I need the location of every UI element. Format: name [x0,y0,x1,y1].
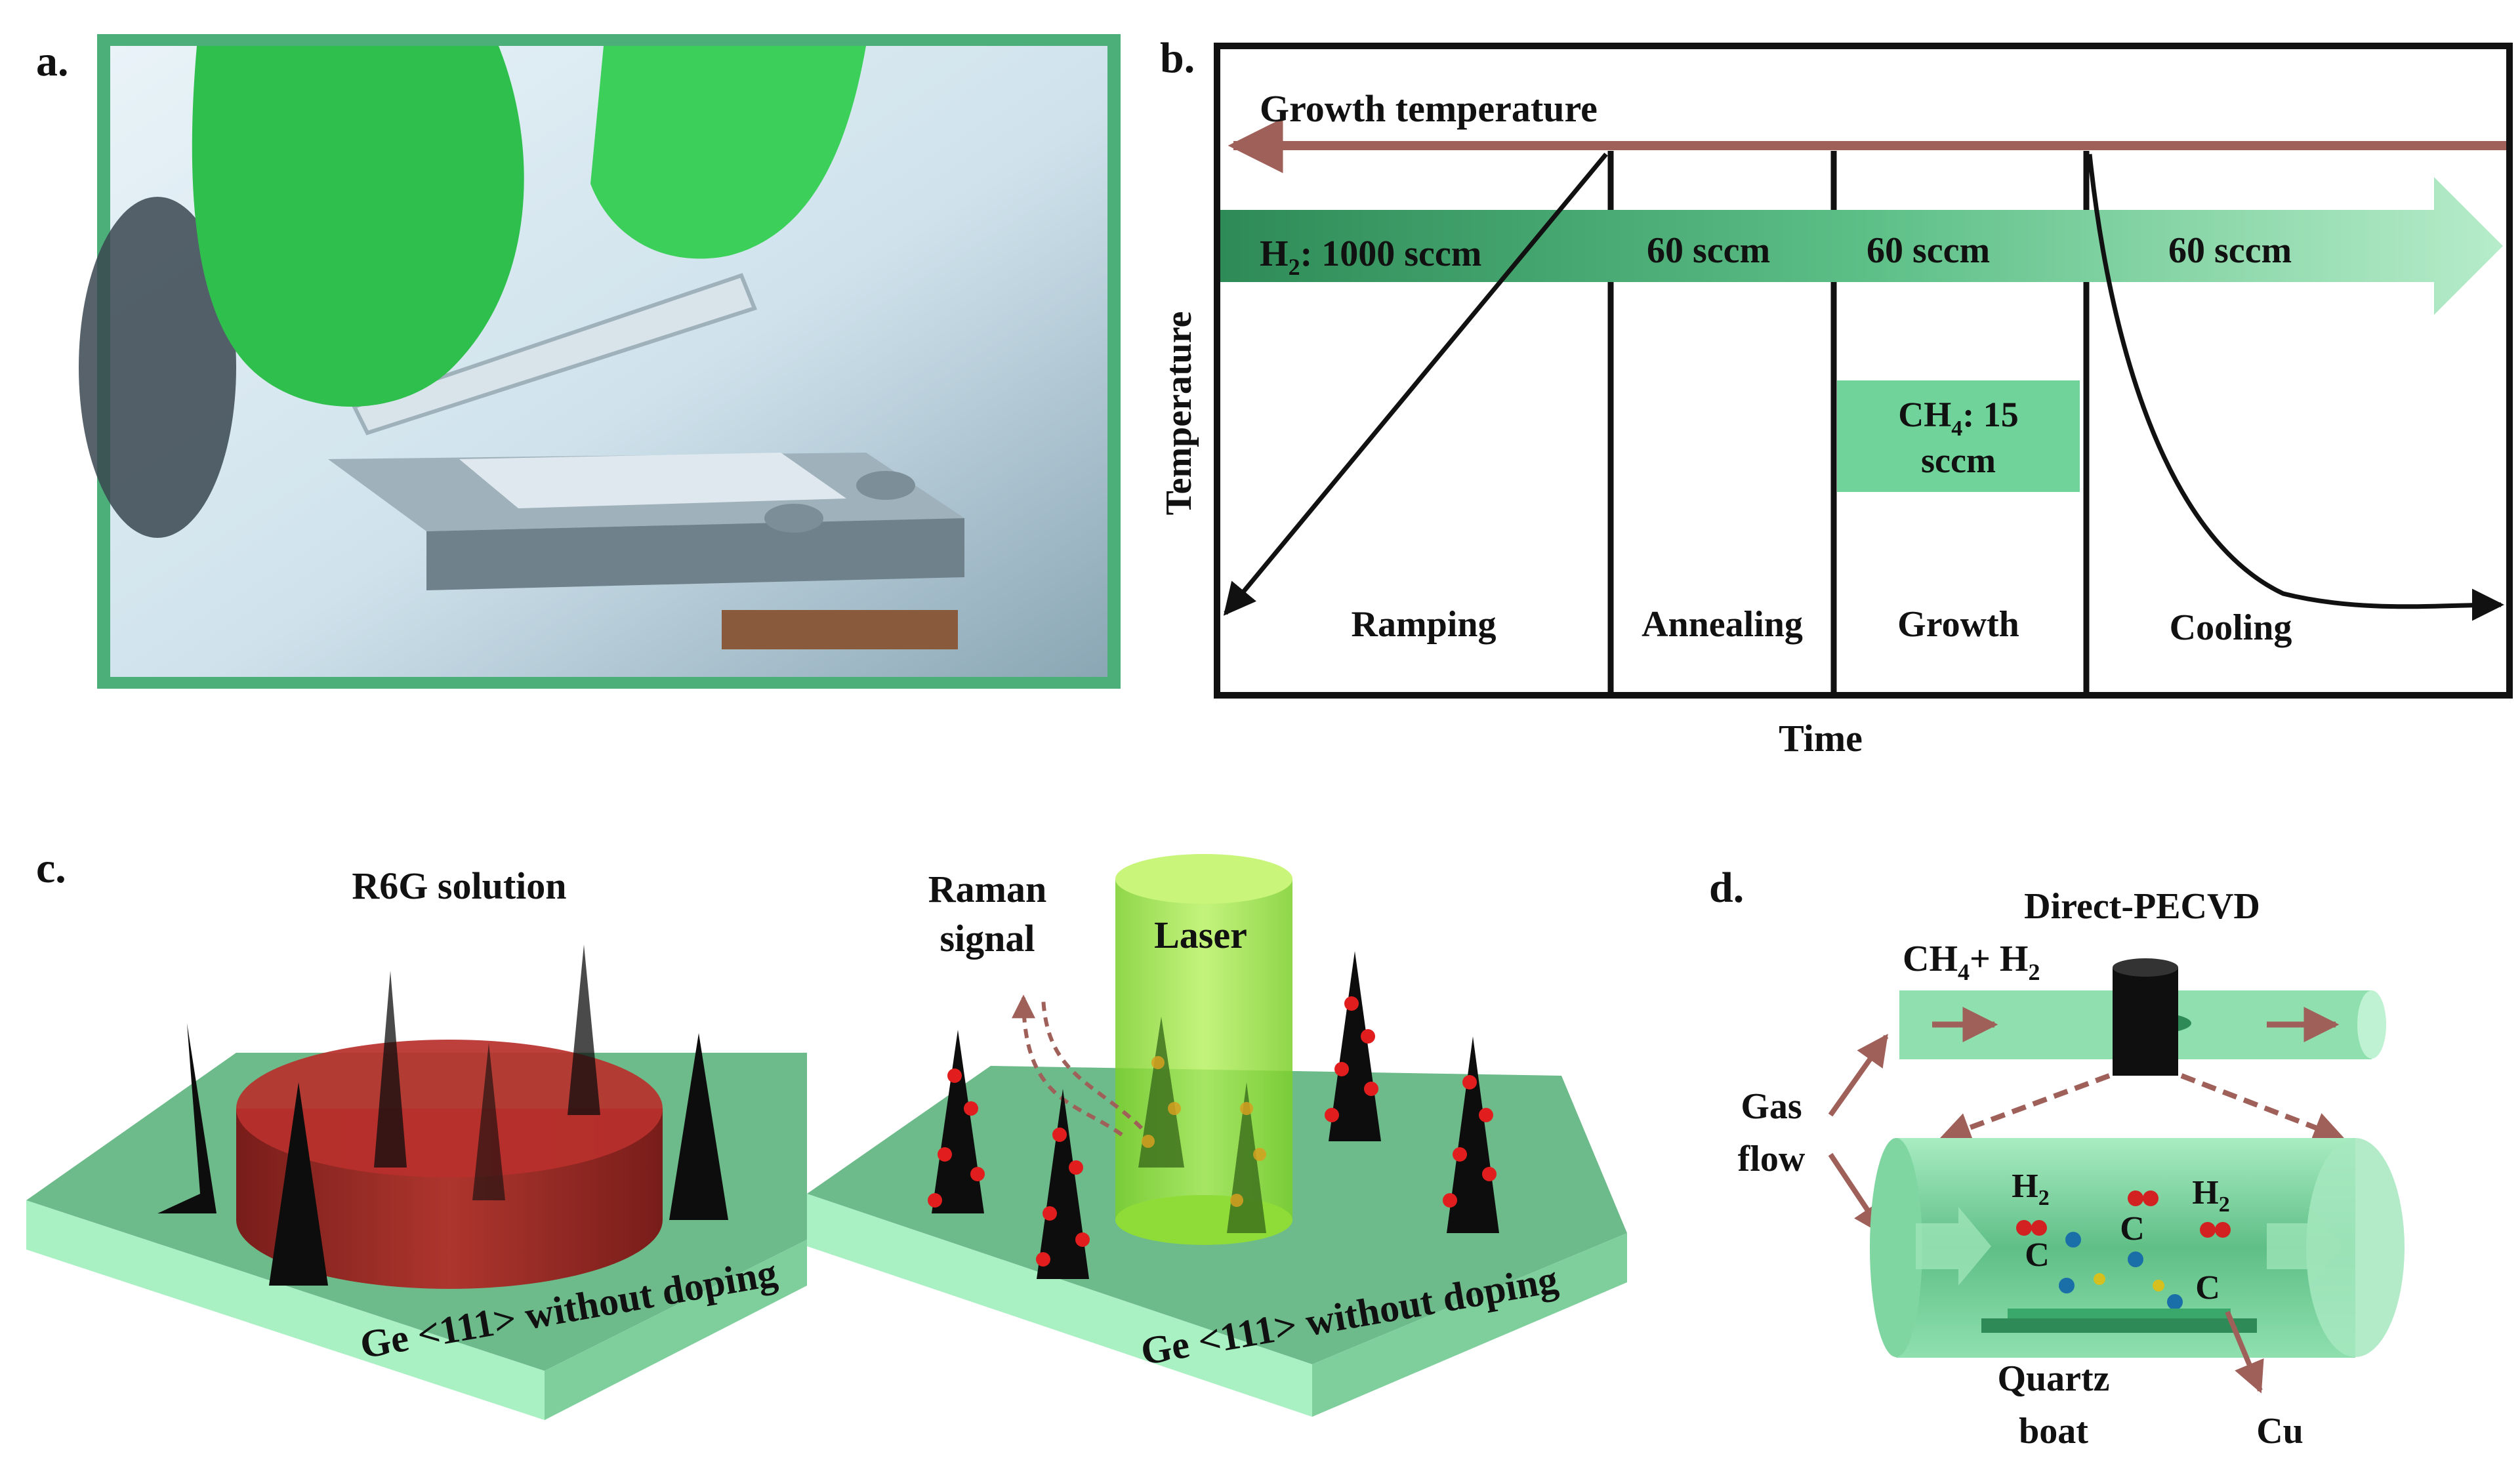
ch4-flow-label: CH4: 15 [1898,395,2018,441]
h2-species-left: H2 [2012,1168,2049,1210]
r6g-drop-top [236,1040,663,1177]
stage-annealing: Annealing [1642,604,1803,645]
germanium-spike [157,1023,217,1213]
h2-species-right: H2 [2192,1174,2229,1217]
growth-flow-label: 60 sccm [1867,230,1990,271]
panel-b: b. Growth temperature H2: 1000 sccm 60 s… [1159,34,2513,760]
r6g-label: R6G solution [352,864,566,907]
cooling-curve [2087,153,2504,621]
pecvd-title: Direct-PECVD [2024,886,2260,927]
photo-equipment-blur [79,197,236,538]
carbon-species: C [2025,1236,2050,1274]
germanium-spike [932,1030,984,1213]
quartz-label-line2: boat [2019,1411,2088,1452]
cu-pointer-arrow [2225,1311,2264,1394]
germanium-spike [1138,1017,1184,1168]
laser-label: Laser [1154,914,1247,956]
h2-flow-arrow [1220,177,2503,315]
germanium-spike [568,945,600,1115]
germanium-spike [669,1033,728,1220]
panel-label-a: a. [36,37,69,85]
panel-a: a. [36,34,1121,689]
holder-screw [856,471,915,500]
tube-flow-arrow [1916,1207,1991,1286]
substrate-side-left [26,1200,545,1420]
raman-signal-arrow [1012,994,1123,1137]
hydrogen-atoms [2016,1190,2231,1238]
plasma-arrow [1939,1073,2111,1143]
cu-label: Cu [2256,1411,2303,1452]
process-chart-frame [1214,43,2513,699]
germanium-spike [269,1082,328,1286]
carbon-species: C [2195,1269,2220,1307]
raman-label-line2: signal [940,917,1035,960]
substrate-side-right [807,1194,1312,1417]
annealing-flow-label: 60 sccm [1647,230,1770,271]
ramping-curve [1223,152,1608,616]
carbon-species: C [2120,1210,2145,1248]
carbon-atoms [2059,1232,2183,1310]
raman-label-line1: Raman [928,868,1046,910]
panel-label-b: b. [1160,34,1195,82]
germanium-spike [1037,1089,1089,1279]
stage-cooling: Cooling [2170,607,2292,648]
gas-flow-label-line1: Gas [1741,1086,1802,1127]
r6g-molecules [928,996,1497,1267]
glove-finger [590,46,866,259]
cu-foil [2008,1309,2231,1318]
h2-flow-label: H2: 1000 sccm [1260,234,1481,280]
germanium-spike [1447,1036,1499,1233]
germanium-spike [472,1043,505,1200]
panel-label-c: c. [36,844,66,892]
panel-c: c. Ge <111> without doping R6G solution … [26,844,1627,1420]
germanium-spike [374,971,407,1168]
quartz-label-line1: Quartz [1997,1358,2109,1399]
plasma-electrode [2113,967,2178,1076]
y-axis-label: Temperature [1159,311,1199,515]
gas-flow-label-line2: flow [1738,1139,1806,1179]
reactor-tube-end [2306,1138,2405,1357]
panel-label-d: d. [1709,864,1744,912]
gas-input-label: CH4+ H2 [1903,939,2040,985]
ch4-flow-unit: sccm [1921,441,1996,480]
x-axis-label: Time [1779,717,1863,760]
tweezers [351,273,757,436]
plasma-arrow [2180,1073,2345,1143]
quartz-boat [1981,1318,2257,1333]
cooling-flow-label: 60 sccm [2168,230,2292,271]
holder-screw [764,504,823,533]
sample-substrate [459,453,846,508]
tube-flow-arrow [2267,1207,2342,1286]
stage-growth: Growth [1897,604,2019,645]
glove-finger [192,46,524,407]
ch4-flow-box [1837,380,2080,492]
stage-ramping: Ramping [1352,604,1497,645]
panel-d: d. Direct-PECVD CH4+ H2 Gas flow H2 [1709,864,2405,1452]
gas-flow-arrow [1828,1034,1889,1117]
growth-temperature-label: Growth temperature [1260,87,1598,130]
laser-top [1115,854,1292,904]
heater-coil [722,610,958,649]
